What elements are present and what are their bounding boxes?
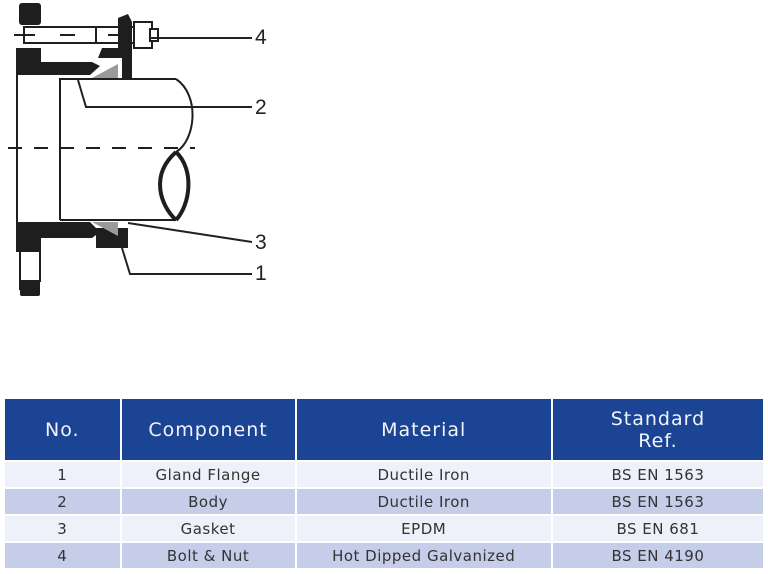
leader-lines [77,37,253,275]
table-row: 3 Gasket EPDM BS EN 681 [5,516,763,541]
cell-component: Body [121,489,295,514]
cell-component: Bolt & Nut [121,543,295,568]
cell-standard: BS EN 1563 [552,489,763,514]
flange-adaptor-cross-section-drawing [8,3,253,296]
cell-material: EPDM [296,516,551,541]
table-row: 1 Gland Flange Ductile Iron BS EN 1563 [5,462,763,487]
table-row: 2 Body Ductile Iron BS EN 1563 [5,489,763,514]
header-material: Material [296,399,551,460]
cell-no: 4 [5,543,120,568]
pipe [60,78,194,222]
cell-no: 2 [5,489,120,514]
bolt-and-nut [14,21,159,49]
table-header-row: No. Component Material Standard Ref. [5,399,763,460]
cell-component: Gland Flange [121,462,295,487]
body-outline [16,75,61,290]
header-component: Component [121,399,295,460]
cell-material: Hot Dipped Galvanized [296,543,551,568]
header-standard-ref: Standard Ref. [552,399,763,460]
table-row: 4 Bolt & Nut Hot Dipped Galvanized BS EN… [5,543,763,568]
parts-table: No. Component Material Standard Ref. 1 G… [3,397,765,570]
body-flange [16,3,100,296]
header-no: No. [5,399,120,460]
cell-standard: BS EN 681 [552,516,763,541]
cell-no: 1 [5,462,120,487]
cell-component: Gasket [121,516,295,541]
gasket [92,64,118,236]
cell-standard: BS EN 1563 [552,462,763,487]
cell-material: Ductile Iron [296,462,551,487]
cell-standard: BS EN 4190 [552,543,763,568]
cell-no: 3 [5,516,120,541]
callout-label-1: 1 [255,262,267,285]
gland-flange [96,14,132,248]
header-standard-line2: Ref. [638,429,678,452]
callout-label-4: 4 [255,26,267,49]
header-standard-line1: Standard [610,407,706,430]
callout-label-2: 2 [255,96,267,119]
cell-material: Ductile Iron [296,489,551,514]
callout-label-3: 3 [255,231,267,254]
